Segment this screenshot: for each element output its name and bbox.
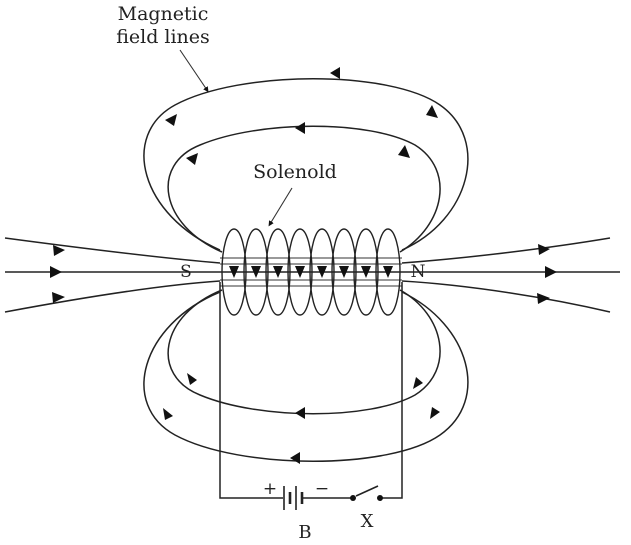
key-terminal-left — [350, 495, 356, 501]
solenoid-coil — [221, 228, 401, 316]
coil-turn — [331, 228, 357, 316]
arrow-bottom-outer-c — [430, 407, 440, 419]
coil-turn — [287, 228, 313, 316]
arrow-bottom-inner-c — [413, 377, 423, 389]
bottom-outer-field-line — [143, 291, 469, 462]
coil-current-arrow — [251, 266, 261, 278]
arrow-top-outer-b — [165, 114, 177, 126]
arrow-top-inner-c — [398, 145, 410, 158]
arrow-left-lower — [52, 292, 65, 303]
arrow-left-axis — [50, 266, 62, 278]
coil-current-arrow — [295, 266, 305, 278]
coil-current-arrow — [317, 266, 327, 278]
upper-right-field-line — [401, 237, 611, 264]
magnetic-field-label-line1: Magnetic — [118, 3, 209, 25]
arrow-bottom-outer-b — [163, 408, 173, 420]
arrow-top-outer-c — [426, 105, 438, 118]
key-switch — [350, 485, 383, 501]
circuit-wire — [219, 282, 403, 499]
top-inner-field-line — [167, 125, 441, 253]
lower-left-field-line — [4, 280, 221, 313]
coil-turn — [221, 228, 247, 316]
upper-left-field-line — [4, 237, 221, 264]
coil-current-arrow — [383, 266, 393, 278]
coil-current-arrow — [273, 266, 283, 278]
arrow-bottom-inner-a — [295, 407, 305, 419]
battery-minus-sign: − — [315, 479, 329, 499]
coil-turn — [375, 228, 401, 316]
south-pole-label: S — [180, 262, 192, 282]
solenoid-label: Solenold — [253, 161, 337, 183]
coil-turn — [243, 228, 269, 316]
field-arrows — [50, 67, 557, 464]
coil-turn — [265, 228, 291, 316]
key-label: X — [361, 511, 374, 532]
key-terminal-right — [377, 495, 383, 501]
lower-right-field-line — [401, 280, 611, 313]
coil-current-arrow — [339, 266, 349, 278]
coil-turn — [309, 228, 335, 316]
arrow-right-axis — [545, 266, 557, 278]
arrow-bottom-outer-a — [290, 452, 300, 464]
arrow-right-lower — [537, 293, 550, 304]
arrow-bottom-inner-b — [187, 373, 197, 385]
solenoid-label-pointer — [268, 187, 293, 227]
arrow-top-outer-a — [330, 67, 340, 79]
north-pole-label: N — [411, 262, 426, 282]
arrow-top-inner-a — [295, 122, 305, 134]
battery-symbol — [283, 486, 304, 510]
coil-current-arrow — [361, 266, 371, 278]
magnetic-label-pointer — [179, 49, 209, 93]
battery-label: B — [298, 522, 311, 543]
coil-current-arrow — [229, 266, 239, 278]
key-lever — [355, 485, 379, 497]
arrow-top-inner-b — [186, 153, 198, 165]
arrow-left-upper — [53, 245, 65, 256]
coil-turn — [353, 228, 379, 316]
arrow-right-upper — [538, 244, 550, 255]
battery-plus-sign: + — [263, 479, 277, 499]
top-outer-field-line — [143, 78, 469, 251]
bottom-inner-field-line — [167, 289, 441, 415]
magnetic-field-label-line2: field lines — [116, 26, 210, 48]
